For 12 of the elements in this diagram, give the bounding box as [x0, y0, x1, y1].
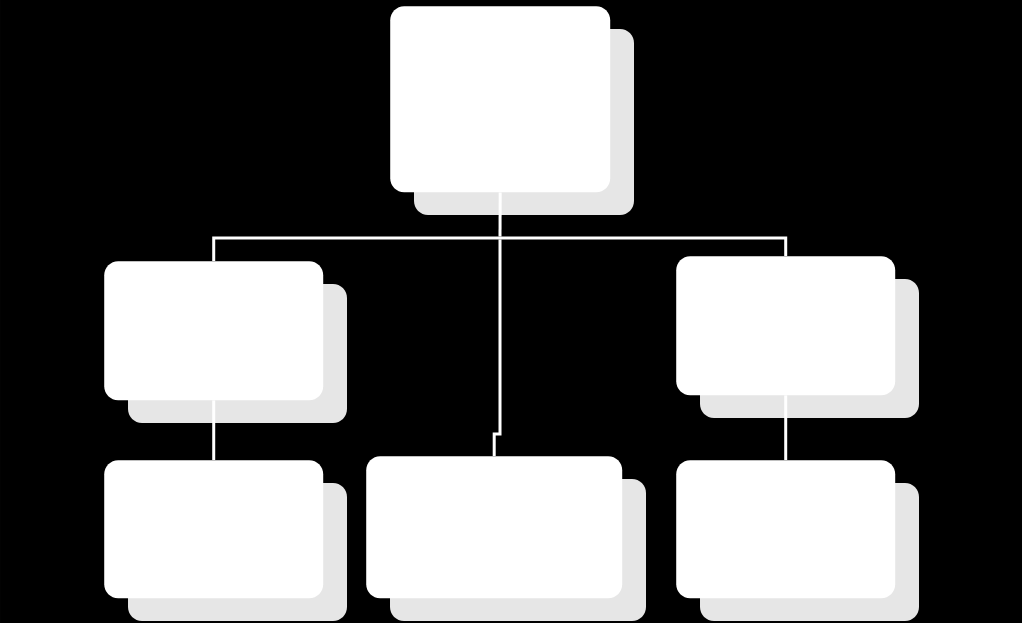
- connector-line: [492, 239, 502, 456]
- org-chart-box: [676, 256, 919, 418]
- connector-line: [784, 395, 788, 460]
- org-chart-box: [104, 460, 347, 621]
- org-chart-box: [366, 456, 646, 621]
- connector-line: [212, 400, 216, 460]
- org-chart-box: [104, 261, 347, 423]
- org-chart-box: [390, 6, 634, 215]
- connector-line: [498, 192, 502, 237]
- connector-line: [500, 236, 788, 256]
- connector-line: [212, 236, 500, 261]
- org-chart-box: [676, 460, 919, 621]
